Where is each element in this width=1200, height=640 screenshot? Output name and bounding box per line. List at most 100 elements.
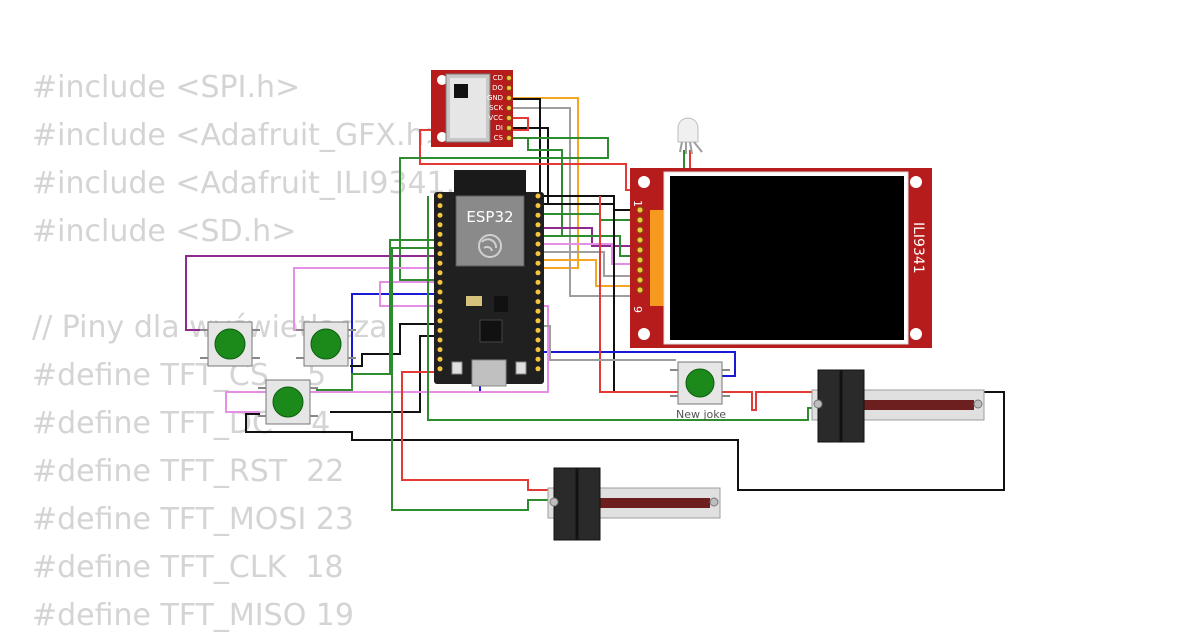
esp32-left-pins [437, 193, 443, 372]
usb-port-icon[interactable] [471, 359, 507, 387]
wire-red[interactable] [599, 196, 820, 411]
wire-purple[interactable] [185, 255, 440, 331]
wire-gray[interactable] [540, 251, 640, 277]
wire-pink[interactable] [225, 281, 549, 413]
header-pin [535, 193, 541, 199]
pin-label-vcc: VCC [488, 114, 503, 122]
display-pin-last-label: 9 [631, 306, 644, 313]
header-pin [437, 203, 443, 209]
mounting-hole-icon [437, 132, 447, 142]
header-pin [535, 251, 541, 257]
display-pin-first-label: 1 [631, 200, 644, 207]
pin-label-do: DO [492, 84, 503, 92]
push-button-2[interactable] [296, 321, 356, 367]
reset-button[interactable] [515, 361, 527, 375]
header-pin [535, 318, 541, 324]
header-pin [535, 241, 541, 247]
rgb-led[interactable] [677, 117, 703, 155]
slider-track [862, 400, 974, 410]
wire-pink[interactable] [293, 267, 440, 331]
header-pin [437, 356, 443, 362]
wire-red[interactable] [401, 371, 550, 491]
sd-pin-labels: CD DO GND SCK VCC DI CS [487, 74, 504, 142]
header-pin [535, 299, 541, 305]
pin-label-cd: CD [493, 74, 503, 82]
header-pin [535, 308, 541, 314]
wire-green[interactable] [540, 213, 640, 221]
component-icon [494, 296, 508, 312]
ili9341-display[interactable]: ILI9341 1 9 [630, 168, 932, 348]
code-line: #define TFT_MOSI 23 [32, 502, 355, 537]
esp32-right-pins [535, 193, 541, 372]
header-pin [437, 289, 443, 295]
esp32-board[interactable]: ESP32 [434, 170, 544, 387]
display-flex-connector [650, 210, 666, 306]
header-pin [437, 279, 443, 285]
header-pin [437, 270, 443, 276]
header-pin [437, 231, 443, 237]
code-line: #include <SD.h> [32, 214, 297, 249]
slide-potentiometer-2[interactable] [547, 467, 721, 541]
header-pin [437, 222, 443, 228]
sd-pins [506, 75, 512, 141]
push-button-3[interactable] [258, 379, 318, 425]
header-pin [535, 270, 541, 276]
screw-icon [813, 399, 823, 409]
header-pin [535, 347, 541, 353]
esp32-shield [455, 195, 525, 267]
push-button-1[interactable] [200, 321, 260, 367]
pin-label-sck: SCK [489, 104, 503, 112]
button-cap-icon [214, 328, 246, 360]
header-pin [535, 337, 541, 343]
header-pin [535, 231, 541, 237]
header-pin [437, 241, 443, 247]
code-line: #include <Adafruit_ILI9341.h> [32, 166, 500, 201]
header-pin [437, 260, 443, 266]
wire-orange[interactable] [511, 97, 579, 269]
sd-chip-icon [454, 84, 468, 98]
wire-green[interactable] [391, 247, 550, 511]
sd-card-module[interactable]: CD DO GND SCK VCC DI CS [431, 70, 513, 147]
header-pin [437, 193, 443, 199]
button-cap-icon [685, 368, 715, 398]
screw-icon [549, 497, 559, 507]
wire-black[interactable] [245, 391, 1005, 491]
mounting-hole-icon [437, 75, 447, 85]
wire-red[interactable] [419, 117, 640, 191]
header-pin [535, 327, 541, 333]
wire-pink[interactable] [540, 243, 640, 265]
header-pin [437, 251, 443, 257]
screw-icon [973, 399, 983, 409]
mounting-hole-icon [638, 176, 650, 188]
code-line: #define TFT_RST 22 [32, 454, 345, 489]
header-pin [437, 366, 443, 372]
pin-label-cs: CS [494, 134, 504, 142]
slide-potentiometer-1[interactable] [811, 369, 985, 443]
code-line: #include <SPI.h> [32, 70, 301, 105]
wire-green[interactable] [399, 137, 609, 281]
boot-button[interactable] [451, 361, 463, 375]
header-pin [437, 299, 443, 305]
header-pin [535, 203, 541, 209]
button-cap-icon [310, 328, 342, 360]
header-pin [437, 327, 443, 333]
header-pin [437, 337, 443, 343]
header-pin [437, 212, 443, 218]
header-pin [437, 347, 443, 353]
mounting-hole-icon [638, 328, 650, 340]
wire-gray[interactable] [540, 325, 676, 361]
wire-green[interactable] [316, 239, 440, 391]
wire-black[interactable] [350, 323, 436, 367]
header-pin [535, 222, 541, 228]
header-pin [535, 212, 541, 218]
led-icon [677, 117, 699, 143]
code-line: #include <Adafruit_GFX.h> [32, 118, 450, 153]
usb-chip-icon [479, 319, 503, 343]
header-pin [437, 308, 443, 314]
new-joke-button[interactable]: New joke [670, 361, 730, 421]
header-pin [535, 279, 541, 285]
mounting-hole-icon [910, 328, 922, 340]
slider-track [598, 498, 710, 508]
wire-orange[interactable] [540, 259, 640, 287]
